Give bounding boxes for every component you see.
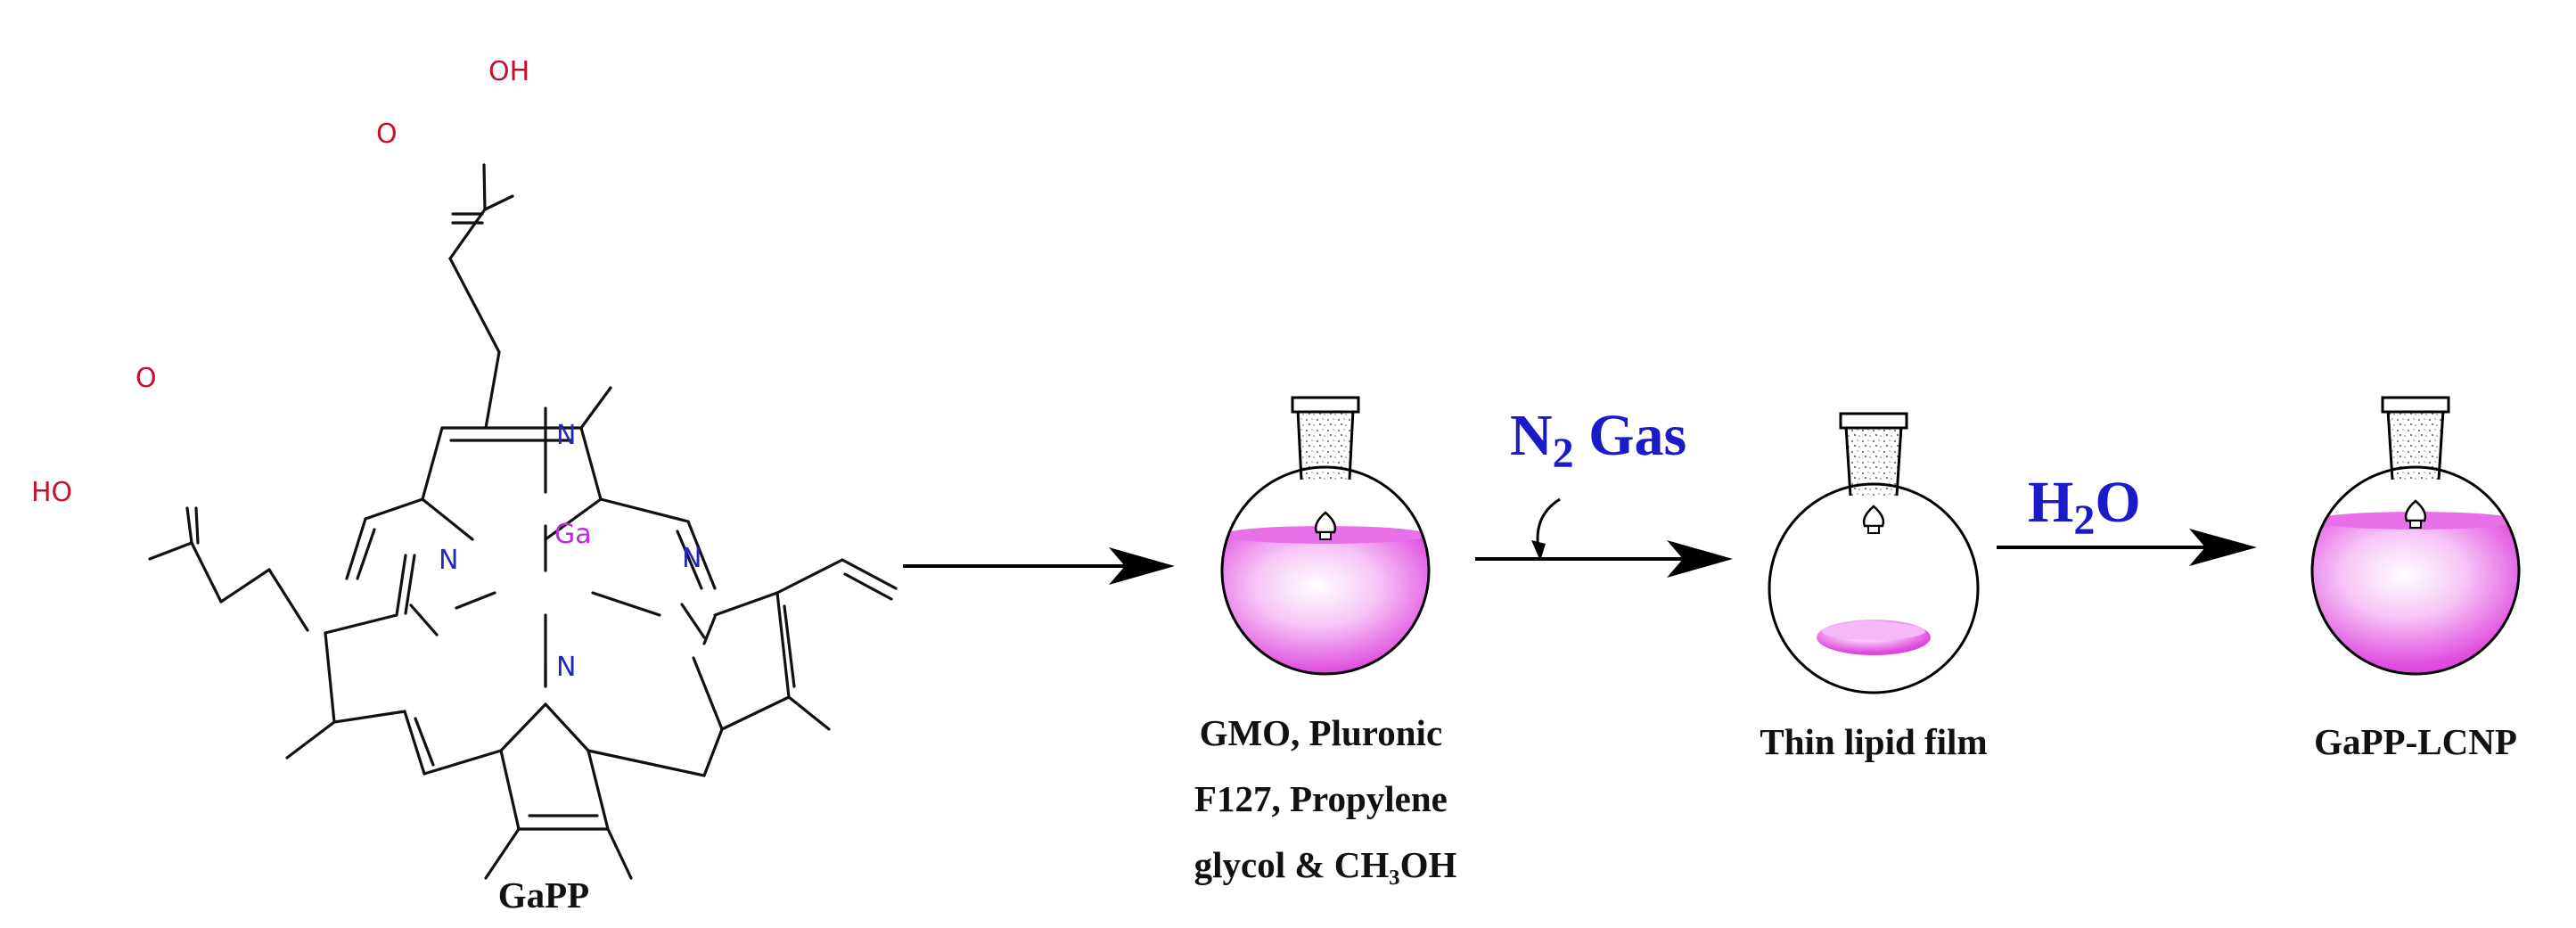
right-pyrrole-ring (680, 591, 796, 731)
n-right-label: N (682, 543, 701, 574)
left-pyrrole-ring (324, 554, 439, 724)
substituents (148, 163, 898, 880)
arrow-to-flask-2 (1475, 540, 1733, 578)
bottom-pyrrole-ring (499, 702, 610, 831)
oh-top-label: OH (488, 56, 529, 87)
gapp-caption: GaPP (498, 875, 589, 916)
meso-bridges (345, 497, 724, 777)
arrow-to-flask-3 (1997, 529, 2257, 566)
n-bottom-label: N (556, 652, 576, 683)
n-top-label: N (556, 420, 576, 451)
flask-1-caption: GMO, Pluronic F127, Propylene glycol & C… (1194, 712, 1457, 885)
n2-gas-label: N2 Gas (1510, 403, 1686, 477)
n-left-label: N (439, 545, 458, 576)
ho-left-label: HO (31, 477, 72, 508)
flask-2-caption: Thin lipid film (1760, 721, 1987, 762)
gapp-structure: OH O O HO N N N N Ga GaPP (31, 56, 898, 916)
n2-inlet-arrow (1531, 497, 1561, 561)
ga-label: Ga (554, 519, 592, 550)
flask-1 (1220, 396, 1431, 676)
flask-3 (2310, 396, 2521, 676)
o-left-label: O (135, 363, 157, 394)
top-pyrrole-ring (421, 426, 603, 541)
flask-2 (1768, 412, 1980, 694)
flask-3-caption: GaPP-LCNP (2314, 721, 2517, 762)
o-top-label: O (376, 119, 398, 150)
arrow-to-flask-1 (903, 547, 1175, 585)
metal-coordination (455, 407, 661, 688)
h2o-label: H2O (2028, 470, 2141, 544)
